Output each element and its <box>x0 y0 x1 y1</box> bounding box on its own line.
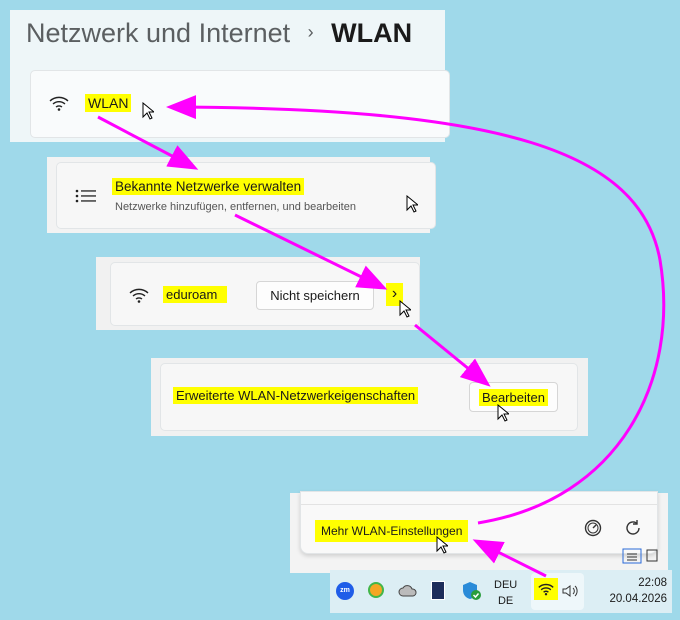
list-icon <box>75 189 96 203</box>
known-networks-subtitle: Netzwerke hinzufügen, entfernen, und bea… <box>115 201 356 213</box>
wifi-icon <box>129 288 149 303</box>
breadcrumb-separator: › <box>307 22 314 42</box>
edit-button[interactable]: Bearbeiten <box>469 382 558 412</box>
wifi-icon[interactable] <box>534 578 558 600</box>
clock-date: 20.04.2026 <box>609 593 667 605</box>
taskbar: zm DEU DE 22:08 20.04.2026 <box>330 570 672 613</box>
refresh-icon[interactable] <box>624 519 642 537</box>
known-networks-title: Bekannte Netzwerke verwalten <box>112 178 305 195</box>
cloud-icon[interactable] <box>398 584 418 597</box>
edit-button-label: Bearbeiten <box>479 388 548 406</box>
speedometer-icon[interactable] <box>584 519 602 537</box>
properties-label: Erweiterte WLAN-Netzwerkeigenschaften <box>173 387 419 404</box>
network-panel: eduroam Nicht speichern › <box>96 257 420 330</box>
wlan-label: WLAN <box>85 94 132 112</box>
layout-icon <box>622 548 658 564</box>
mouse-cursor-icon <box>142 102 154 120</box>
system-tray-group[interactable] <box>531 573 584 610</box>
network-name: eduroam <box>163 286 228 303</box>
mouse-cursor-icon <box>497 404 509 422</box>
wifi-flyout: Mehr WLAN-Einstellungen <box>300 491 658 554</box>
wlan-settings-panel: Netzwerk und Internet › WLAN WLAN <box>10 10 450 142</box>
known-networks-panel: Bekannte Netzwerke verwalten Netzwerke h… <box>47 157 436 233</box>
device-icon[interactable] <box>431 581 445 600</box>
clock-time: 22:08 <box>638 577 667 589</box>
network-row[interactable]: eduroam Nicht speichern › <box>110 262 420 326</box>
clock[interactable]: 22:08 20.04.2026 <box>592 575 667 607</box>
breadcrumb: Netzwerk und Internet › WLAN <box>26 18 412 49</box>
more-wifi-settings-link[interactable]: Mehr WLAN-Einstellungen <box>315 520 469 542</box>
language-code: DEU <box>494 579 518 591</box>
mouse-cursor-icon <box>436 536 448 554</box>
volume-icon[interactable] <box>562 584 580 598</box>
properties-panel: Erweiterte WLAN-Netzwerkeigenschaften Be… <box>151 358 588 436</box>
zoom-app-icon[interactable]: zm <box>336 582 354 600</box>
known-networks-row[interactable]: Bekannte Netzwerke verwalten Netzwerke h… <box>56 162 436 229</box>
page-title: WLAN <box>331 18 413 48</box>
properties-row: Erweiterte WLAN-Netzwerkeigenschaften Be… <box>160 363 578 431</box>
mouse-cursor-icon <box>399 300 411 318</box>
security-shield-icon[interactable] <box>462 581 482 601</box>
mouse-cursor-icon <box>406 195 418 213</box>
breadcrumb-parent[interactable]: Netzwerk und Internet <box>26 18 291 48</box>
wlan-toggle-row[interactable]: WLAN <box>30 70 450 138</box>
wifi-icon <box>49 96 69 111</box>
forget-network-button[interactable]: Nicht speichern <box>256 281 374 310</box>
keyboard-layout: DE <box>497 595 514 607</box>
quick-settings-area: Mehr WLAN-Einstellungen <box>290 491 668 573</box>
input-language[interactable]: DEU DE <box>494 577 517 609</box>
divider <box>301 504 657 505</box>
sync-app-icon[interactable] <box>368 582 384 598</box>
